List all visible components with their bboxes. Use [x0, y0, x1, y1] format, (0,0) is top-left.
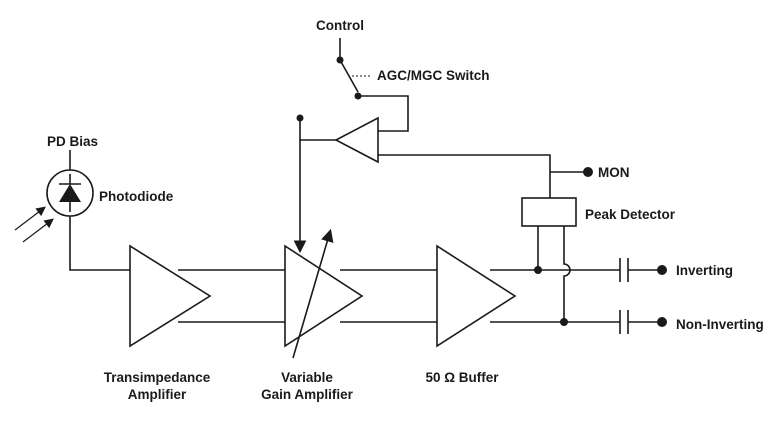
transimpedance-amplifier [129, 244, 212, 348]
variable-gain-amplifier [284, 228, 364, 359]
light-arrow-1 [14, 206, 46, 231]
non-inverting-output [490, 310, 667, 334]
agc-amplifier-symbol [334, 116, 379, 164]
agc-output-node [296, 114, 304, 122]
transimpedance-amplifier-symbol [129, 244, 212, 348]
non-inverting-label: Non-Inverting [676, 317, 764, 332]
variable-gain-arrow [292, 228, 334, 359]
peak-detector-box [521, 197, 577, 227]
buffer [436, 244, 517, 348]
inverting-output [490, 258, 667, 282]
agc-output-wire [299, 118, 336, 141]
buffer-label: 50 Ω Buffer [425, 370, 499, 385]
transimpedance-label-line1: Transimpedance [104, 370, 211, 385]
pd-bias-label: PD Bias [47, 134, 98, 149]
mon-output [550, 167, 593, 177]
peak-detector [521, 197, 577, 322]
photodiode-label: Photodiode [99, 189, 174, 204]
inverting-label: Inverting [676, 263, 733, 278]
photodiode-triangle [59, 184, 81, 202]
mon-terminal [583, 167, 593, 177]
agc-mgc-switch-label: AGC/MGC Switch [377, 68, 490, 83]
buffer-symbol [436, 244, 517, 348]
variable-gain-label-line2: Gain Amplifier [261, 387, 354, 402]
light-arrow-2 [22, 218, 54, 243]
control-label: Control [316, 18, 364, 33]
peak-detector-noninverting-tap [563, 226, 571, 322]
transimpedance-label-line2: Amplifier [128, 387, 187, 402]
photodiode [14, 150, 130, 271]
agc-mgc-switch [336, 38, 409, 132]
peak-to-agc-wire [378, 154, 551, 198]
switch-blade [339, 59, 359, 93]
inverting-junction-node [534, 266, 542, 274]
variable-gain-label-line1: Variable [281, 370, 333, 385]
mon-label: MON [598, 165, 630, 180]
variable-gain-amplifier-symbol [284, 244, 364, 348]
agc-feedback-amplifier [293, 114, 551, 254]
switch-to-agc-wire [358, 95, 409, 132]
noninverting-terminal [657, 317, 667, 327]
peak-detector-label: Peak Detector [585, 207, 676, 222]
inverting-terminal [657, 265, 667, 275]
photodiode-output-wire [69, 216, 130, 271]
noninverting-junction-node [560, 318, 568, 326]
